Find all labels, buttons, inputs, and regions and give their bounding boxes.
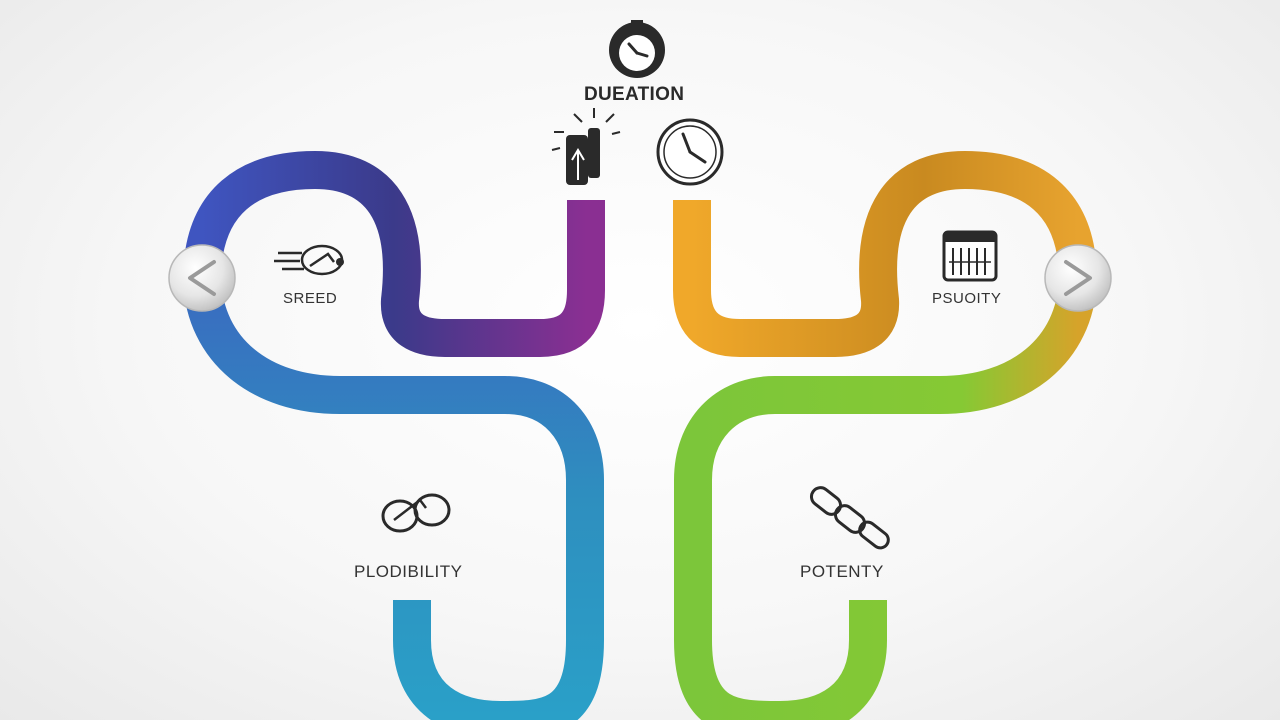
left-lower-path — [183, 278, 604, 720]
linked-rings-icon — [381, 493, 451, 533]
pointing-hand-icon — [551, 108, 621, 185]
right-lower-path — [674, 278, 1097, 720]
priority-label: PSUOITY — [932, 290, 1002, 307]
right-arrow-button[interactable] — [1044, 244, 1112, 312]
speeding-car-icon — [274, 244, 344, 276]
clock-icon — [656, 118, 724, 186]
calendar-icon — [942, 230, 998, 282]
chevron-left-icon — [188, 260, 216, 296]
chevron-right-icon — [1064, 260, 1092, 296]
potentity-label: POTENTY — [800, 562, 884, 581]
left-arrow-button[interactable] — [168, 244, 236, 312]
plodibility-label: PLODIBILITY — [354, 562, 463, 581]
right-upper-path — [673, 150, 1097, 357]
left-upper-path — [183, 150, 605, 357]
stopwatch-icon — [609, 20, 665, 78]
chain-icon — [809, 486, 890, 550]
duration-label: DUEATION — [584, 84, 685, 105]
speed-label: SREED — [283, 290, 338, 307]
